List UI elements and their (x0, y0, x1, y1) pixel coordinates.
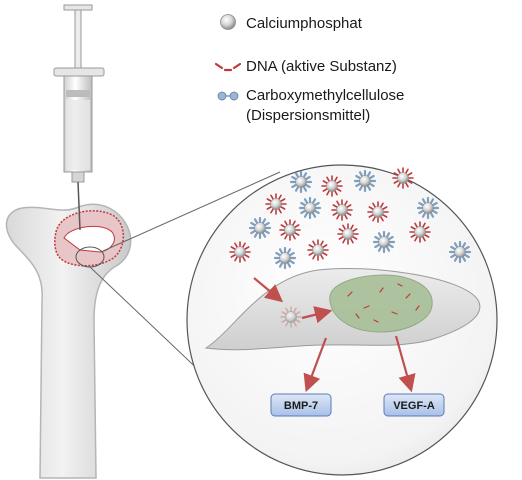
particle (409, 221, 431, 243)
nucleus (329, 274, 433, 333)
particle (280, 306, 302, 328)
dna-icon (214, 62, 242, 72)
legend-dna-label: DNA (aktive Substanz) (246, 58, 397, 75)
particle (372, 230, 396, 254)
particle (353, 169, 377, 193)
cmc-icon (217, 91, 239, 101)
particle (298, 196, 322, 220)
particle (321, 175, 343, 197)
particle (248, 216, 272, 240)
vegf-a-label: VEGF-A (393, 400, 435, 412)
legend-cmc-label: Carboxymethylcellulose (246, 87, 404, 104)
particle (265, 193, 287, 215)
particle (289, 170, 313, 194)
particle (367, 201, 389, 223)
particle (273, 246, 297, 270)
particle (307, 239, 329, 261)
particle (448, 240, 472, 264)
particle (337, 223, 359, 245)
particles (229, 167, 472, 328)
calcium-phosphate-icon (220, 14, 236, 30)
bone (5, 203, 132, 479)
particle (331, 199, 353, 221)
legend-calcium-label: Calciumphosphat (246, 15, 363, 32)
nucleus-dna-fragments (347, 283, 420, 323)
particle (229, 241, 251, 263)
process-arrows (253, 277, 416, 393)
particle (392, 167, 414, 189)
particle (279, 219, 301, 241)
bmp-7-box: BMP-7 (270, 393, 332, 417)
syringe (53, 4, 105, 231)
legend-cmc-sublabel: (Dispersionsmittel) (246, 107, 370, 124)
bmp-7-label: BMP-7 (284, 400, 318, 412)
legend: Calciumphosphat DNA (aktive Substanz) Ca… (214, 14, 404, 124)
particle (416, 196, 440, 220)
vegf-a-box: VEGF-A (383, 393, 445, 417)
